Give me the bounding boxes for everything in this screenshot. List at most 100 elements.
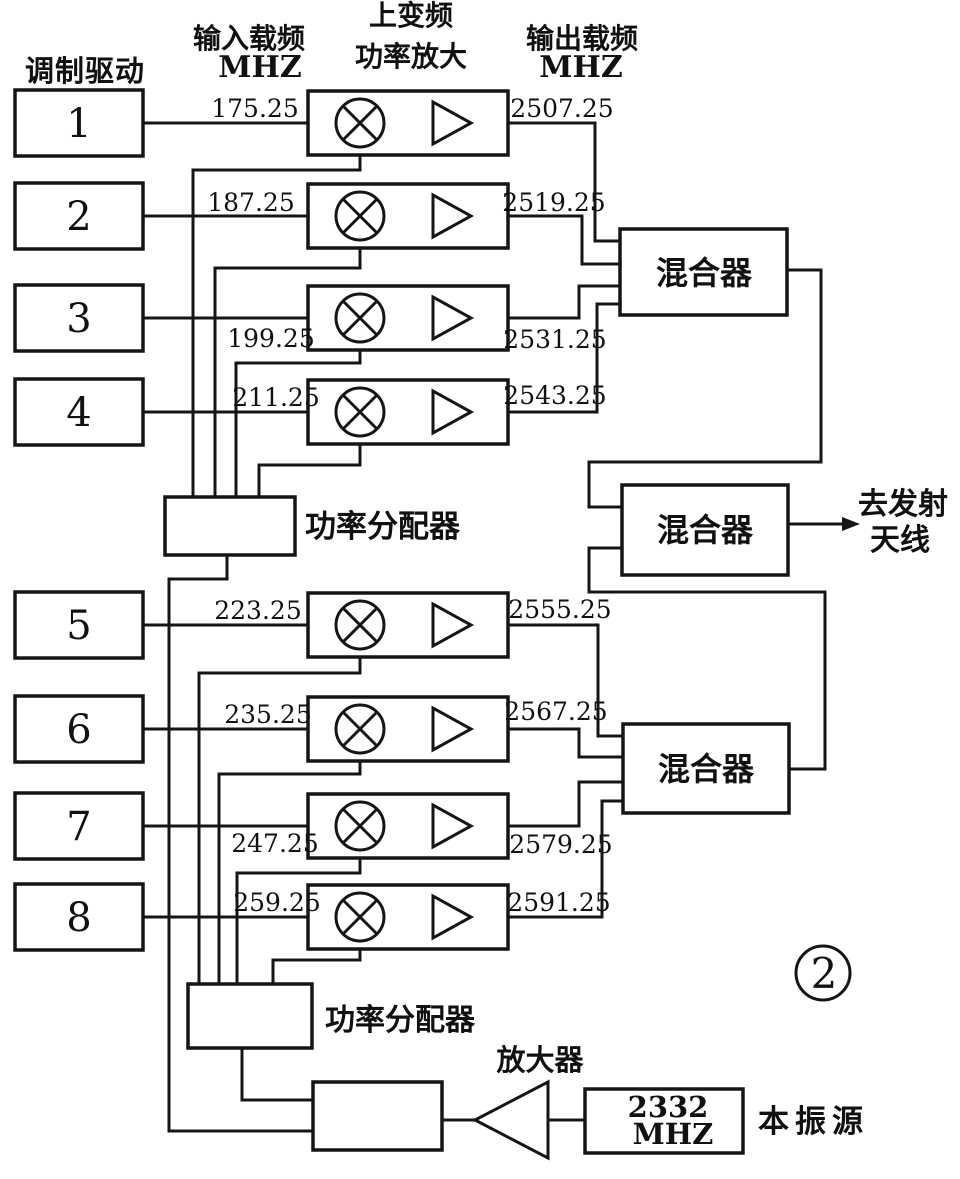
figure-number: 2	[811, 949, 838, 998]
mixer-icon	[334, 703, 386, 755]
ch4-output-line	[471, 302, 620, 414]
ch8-input-freq: 259.25	[233, 888, 320, 917]
ch8-output-line	[471, 799, 623, 919]
ch8-output-freq: 2591.25	[507, 888, 610, 917]
channel-row-1: 1 175.25 2507.25	[13, 88, 620, 497]
ch8-driver-box	[13, 882, 145, 952]
ch3-driver-box	[13, 283, 145, 353]
ch5-input-freq: 223.25	[214, 596, 301, 625]
ch4-driver-box	[13, 377, 145, 447]
combiner3-label: 混合器	[658, 750, 755, 788]
ch7-output-freq: 2579.25	[509, 830, 612, 859]
ch7-driver-box	[13, 791, 145, 861]
combiner3-output-line	[587, 546, 827, 771]
ch4-output-freq: 2543.25	[503, 381, 606, 410]
ch1-output-line	[471, 121, 620, 243]
ch5-driver-label: 5	[66, 603, 91, 649]
power-divider2-label: 功率分配器	[325, 1003, 476, 1038]
amplifier-icon	[431, 705, 475, 753]
amplifier-icon	[431, 601, 475, 649]
ch6-output-line	[471, 727, 623, 759]
mixer-icon	[334, 891, 386, 943]
amplifier-icon	[431, 893, 475, 941]
ch2-driver-label: 2	[66, 194, 91, 240]
header-output-carrier: 输出载频	[526, 22, 638, 55]
ch7-input-freq: 247.25	[231, 829, 318, 858]
lo-freq-value: 2332	[628, 1090, 709, 1124]
ch1-input-freq: 175.25	[211, 94, 298, 123]
arrow-right-icon	[842, 517, 860, 531]
ch2-input-freq: 187.25	[207, 188, 294, 217]
ch5-output-line	[471, 623, 623, 738]
ch3-lo-line	[234, 342, 362, 497]
channel-row-8: 8 259.25 2591.25	[13, 799, 623, 984]
channel-row-3: 3 199.25 2531.25	[13, 283, 620, 497]
antenna-label-line1: 去发射	[858, 487, 948, 522]
amplifier-icon	[431, 388, 475, 436]
lo-amplifier-label: 放大器	[495, 1043, 584, 1077]
ch5-lo-line	[197, 649, 362, 984]
ch1-driver-box	[13, 88, 145, 158]
ch4-lo-line	[257, 436, 362, 497]
channel-row-7: 7 247.25 2579.25	[13, 780, 623, 984]
header-input-carrier: 输入载频	[193, 22, 305, 55]
antenna-label-line2: 天线	[870, 523, 930, 558]
channel-row-5: 5 223.25 2555.25	[13, 590, 623, 984]
channel-row-4: 4 211.25 2543.25	[13, 302, 620, 497]
header-modulation-drive: 调制驱动	[25, 54, 145, 88]
ch3-driver-label: 3	[66, 296, 91, 342]
ch5-driver-box	[13, 590, 145, 660]
header-input-carrier-unit: MHZ	[218, 50, 301, 85]
ch3-output-freq: 2531.25	[503, 325, 606, 354]
lo-splitter-box	[311, 1080, 444, 1152]
ch1-driver-label: 1	[66, 101, 91, 147]
ch7-output-line	[471, 780, 623, 828]
combiner1-box	[618, 227, 789, 317]
ch4-input-freq: 211.25	[232, 383, 319, 412]
header-output-carrier-unit: MHZ	[539, 50, 622, 85]
amplifier-icon	[431, 294, 475, 342]
combiner1-output-line	[587, 268, 823, 509]
ch3-input-freq: 199.25	[227, 324, 314, 353]
mixer-icon	[334, 800, 386, 852]
combiner2-box	[620, 483, 790, 577]
ch8-driver-label: 8	[66, 895, 91, 941]
amplifier-icon	[431, 99, 475, 147]
ch3-output-line	[471, 284, 620, 320]
amplifier-icon	[431, 192, 475, 240]
ch6-lo-line	[217, 753, 362, 984]
lo-freq-unit: MHZ	[633, 1117, 714, 1151]
ch7-lo-line	[235, 850, 362, 984]
ch6-output-freq: 2567.25	[504, 697, 607, 726]
power-divider1-label: 功率分配器	[305, 509, 461, 545]
mixer-icon	[334, 190, 386, 242]
header-upconverter-line2: 功率放大	[355, 40, 467, 73]
combiner2-label: 混合器	[657, 511, 754, 549]
mixer-icon	[334, 97, 386, 149]
ch6-input-freq: 235.25	[224, 700, 311, 729]
header-upconverter-line1: 上变频	[369, 0, 453, 32]
divider1-feed-line	[167, 555, 313, 1133]
ch6-driver-label: 6	[66, 707, 91, 753]
lo-source-label: 本振源	[758, 1104, 869, 1140]
lo-source-box	[583, 1087, 745, 1155]
ch2-output-freq: 2519.25	[502, 188, 605, 217]
ch5-output-freq: 2555.25	[508, 595, 611, 624]
ch1-lo-line	[191, 147, 362, 497]
combiner1-label: 混合器	[656, 254, 753, 292]
ch4-driver-label: 4	[66, 390, 91, 436]
channel-row-6: 6 235.25 2567.25	[13, 694, 623, 984]
ch2-lo-line	[213, 240, 362, 497]
mixer-icon	[334, 386, 386, 438]
channel-row-2: 2 187.25 2519.25	[13, 181, 620, 497]
mixer-icon	[334, 292, 386, 344]
ch1-output-freq: 2507.25	[510, 94, 613, 123]
ch2-driver-box	[13, 181, 145, 251]
power-divider2-box	[186, 982, 314, 1050]
lo-amplifier-icon	[471, 1079, 550, 1161]
ch6-upconverter-box	[306, 695, 510, 763]
amplifier-icon	[431, 802, 475, 850]
figure-number-badge: 2	[794, 944, 852, 1002]
